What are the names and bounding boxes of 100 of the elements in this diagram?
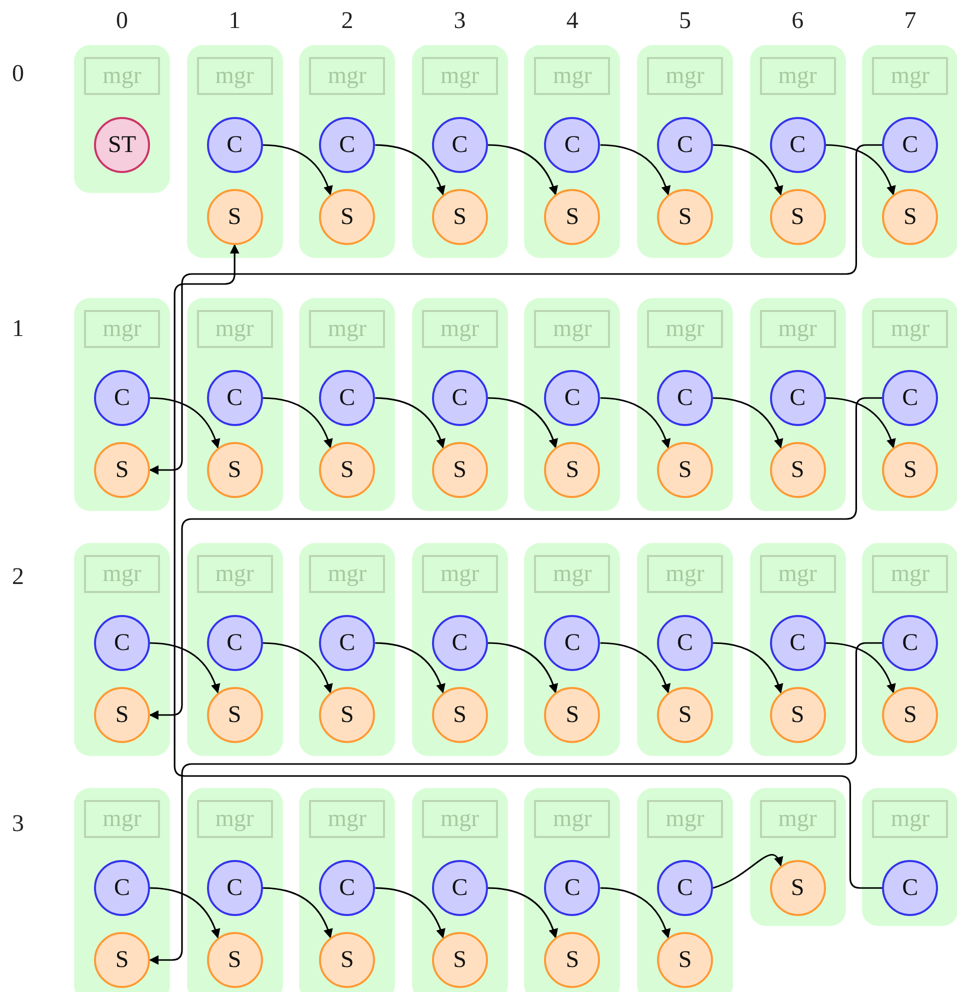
arrow [712, 397, 783, 449]
client-circle: C [657, 615, 713, 671]
client-circle: C [206, 860, 263, 916]
client-circle: C [657, 117, 713, 173]
server-circle: S [319, 687, 376, 743]
client-circle: C [882, 860, 938, 916]
server-circle: S [882, 687, 938, 743]
arrow [375, 397, 446, 449]
group-panel [750, 45, 846, 258]
arrow [375, 144, 446, 196]
server-circle: S [544, 932, 600, 988]
group-panel [299, 788, 396, 992]
arrow [149, 642, 882, 965]
group-panel [299, 543, 396, 756]
group-panel [524, 543, 620, 756]
group-panel [74, 543, 170, 756]
column-number: 1 [228, 8, 242, 35]
client-circle: C [319, 615, 376, 671]
server-circle: S [319, 932, 376, 988]
arrow [150, 887, 220, 939]
column-number: 4 [565, 8, 580, 35]
client-circle: C [94, 615, 150, 671]
group-panel [862, 543, 957, 756]
client-circle: C [94, 860, 150, 916]
server-circle: S [882, 442, 938, 498]
server-circle: S [657, 189, 713, 245]
column-number: 0 [115, 8, 129, 35]
server-circle: S [657, 932, 713, 988]
server-circle: S [657, 442, 713, 498]
column-number: 2 [340, 8, 354, 35]
client-circle: C [319, 370, 376, 426]
arrow [600, 642, 670, 694]
group-panel [412, 45, 508, 258]
column-number: 3 [452, 8, 467, 35]
arrow [488, 397, 558, 449]
group-panel [750, 788, 846, 926]
arrow [712, 144, 783, 196]
arrow [149, 144, 882, 475]
group-panel [862, 298, 957, 511]
arrow [262, 144, 332, 196]
client-circle: C [657, 370, 713, 426]
group-panel [186, 45, 283, 258]
client-circle: C [770, 370, 826, 426]
group-panel [862, 788, 957, 926]
client-circle: C [319, 860, 376, 916]
arrow [375, 642, 446, 694]
group-panel [412, 788, 508, 992]
group-panel [750, 298, 846, 511]
arrow [262, 397, 332, 449]
server-circle: S [432, 189, 488, 245]
group-panel [637, 543, 733, 756]
server-circle: S [206, 442, 263, 498]
group-panel [74, 788, 170, 992]
server-circle: S [94, 442, 150, 498]
group-panel [186, 788, 283, 992]
client-circle: C [882, 615, 938, 671]
row-number: 1 [11, 316, 25, 343]
row-number: 0 [11, 61, 25, 88]
client-circle: C [432, 860, 488, 916]
client-circle: C [544, 615, 600, 671]
column-number: 6 [790, 8, 805, 35]
group-panel [186, 543, 283, 756]
group-panel [637, 788, 733, 992]
server-circle: S [770, 442, 826, 498]
arrow [262, 642, 332, 694]
server-circle: S [206, 687, 263, 743]
arrow [149, 397, 882, 720]
arrow [826, 397, 896, 449]
group-panel [412, 298, 508, 511]
group-panel [524, 45, 620, 258]
arrow [600, 887, 670, 939]
group-panel [74, 298, 170, 511]
server-circle: S [657, 687, 713, 743]
client-circle: C [544, 117, 600, 173]
client-circle: C [432, 615, 488, 671]
server-circle: S [432, 932, 488, 988]
server-circle: S [544, 687, 600, 743]
server-circle: S [882, 189, 938, 245]
arrow [600, 397, 670, 449]
server-circle: S [319, 189, 376, 245]
group-panel [637, 298, 733, 511]
client-circle: C [657, 860, 713, 916]
client-circle: C [882, 117, 938, 173]
group-panel [74, 45, 170, 193]
server-circle: S [94, 687, 150, 743]
server-circle: S [319, 442, 376, 498]
server-circle: S [206, 932, 263, 988]
server-circle: S [94, 932, 150, 988]
server-circle: S [432, 687, 488, 743]
client-circle: C [882, 370, 938, 426]
client-circle: C [206, 615, 263, 671]
server-circle: S [544, 189, 600, 245]
client-circle: C [544, 860, 600, 916]
start-circle: ST [94, 117, 150, 173]
client-circle: C [544, 370, 600, 426]
row-number: 3 [11, 811, 25, 838]
server-circle: S [770, 687, 826, 743]
group-panel [750, 543, 846, 756]
arrow [488, 642, 558, 694]
client-circle: C [432, 117, 488, 173]
